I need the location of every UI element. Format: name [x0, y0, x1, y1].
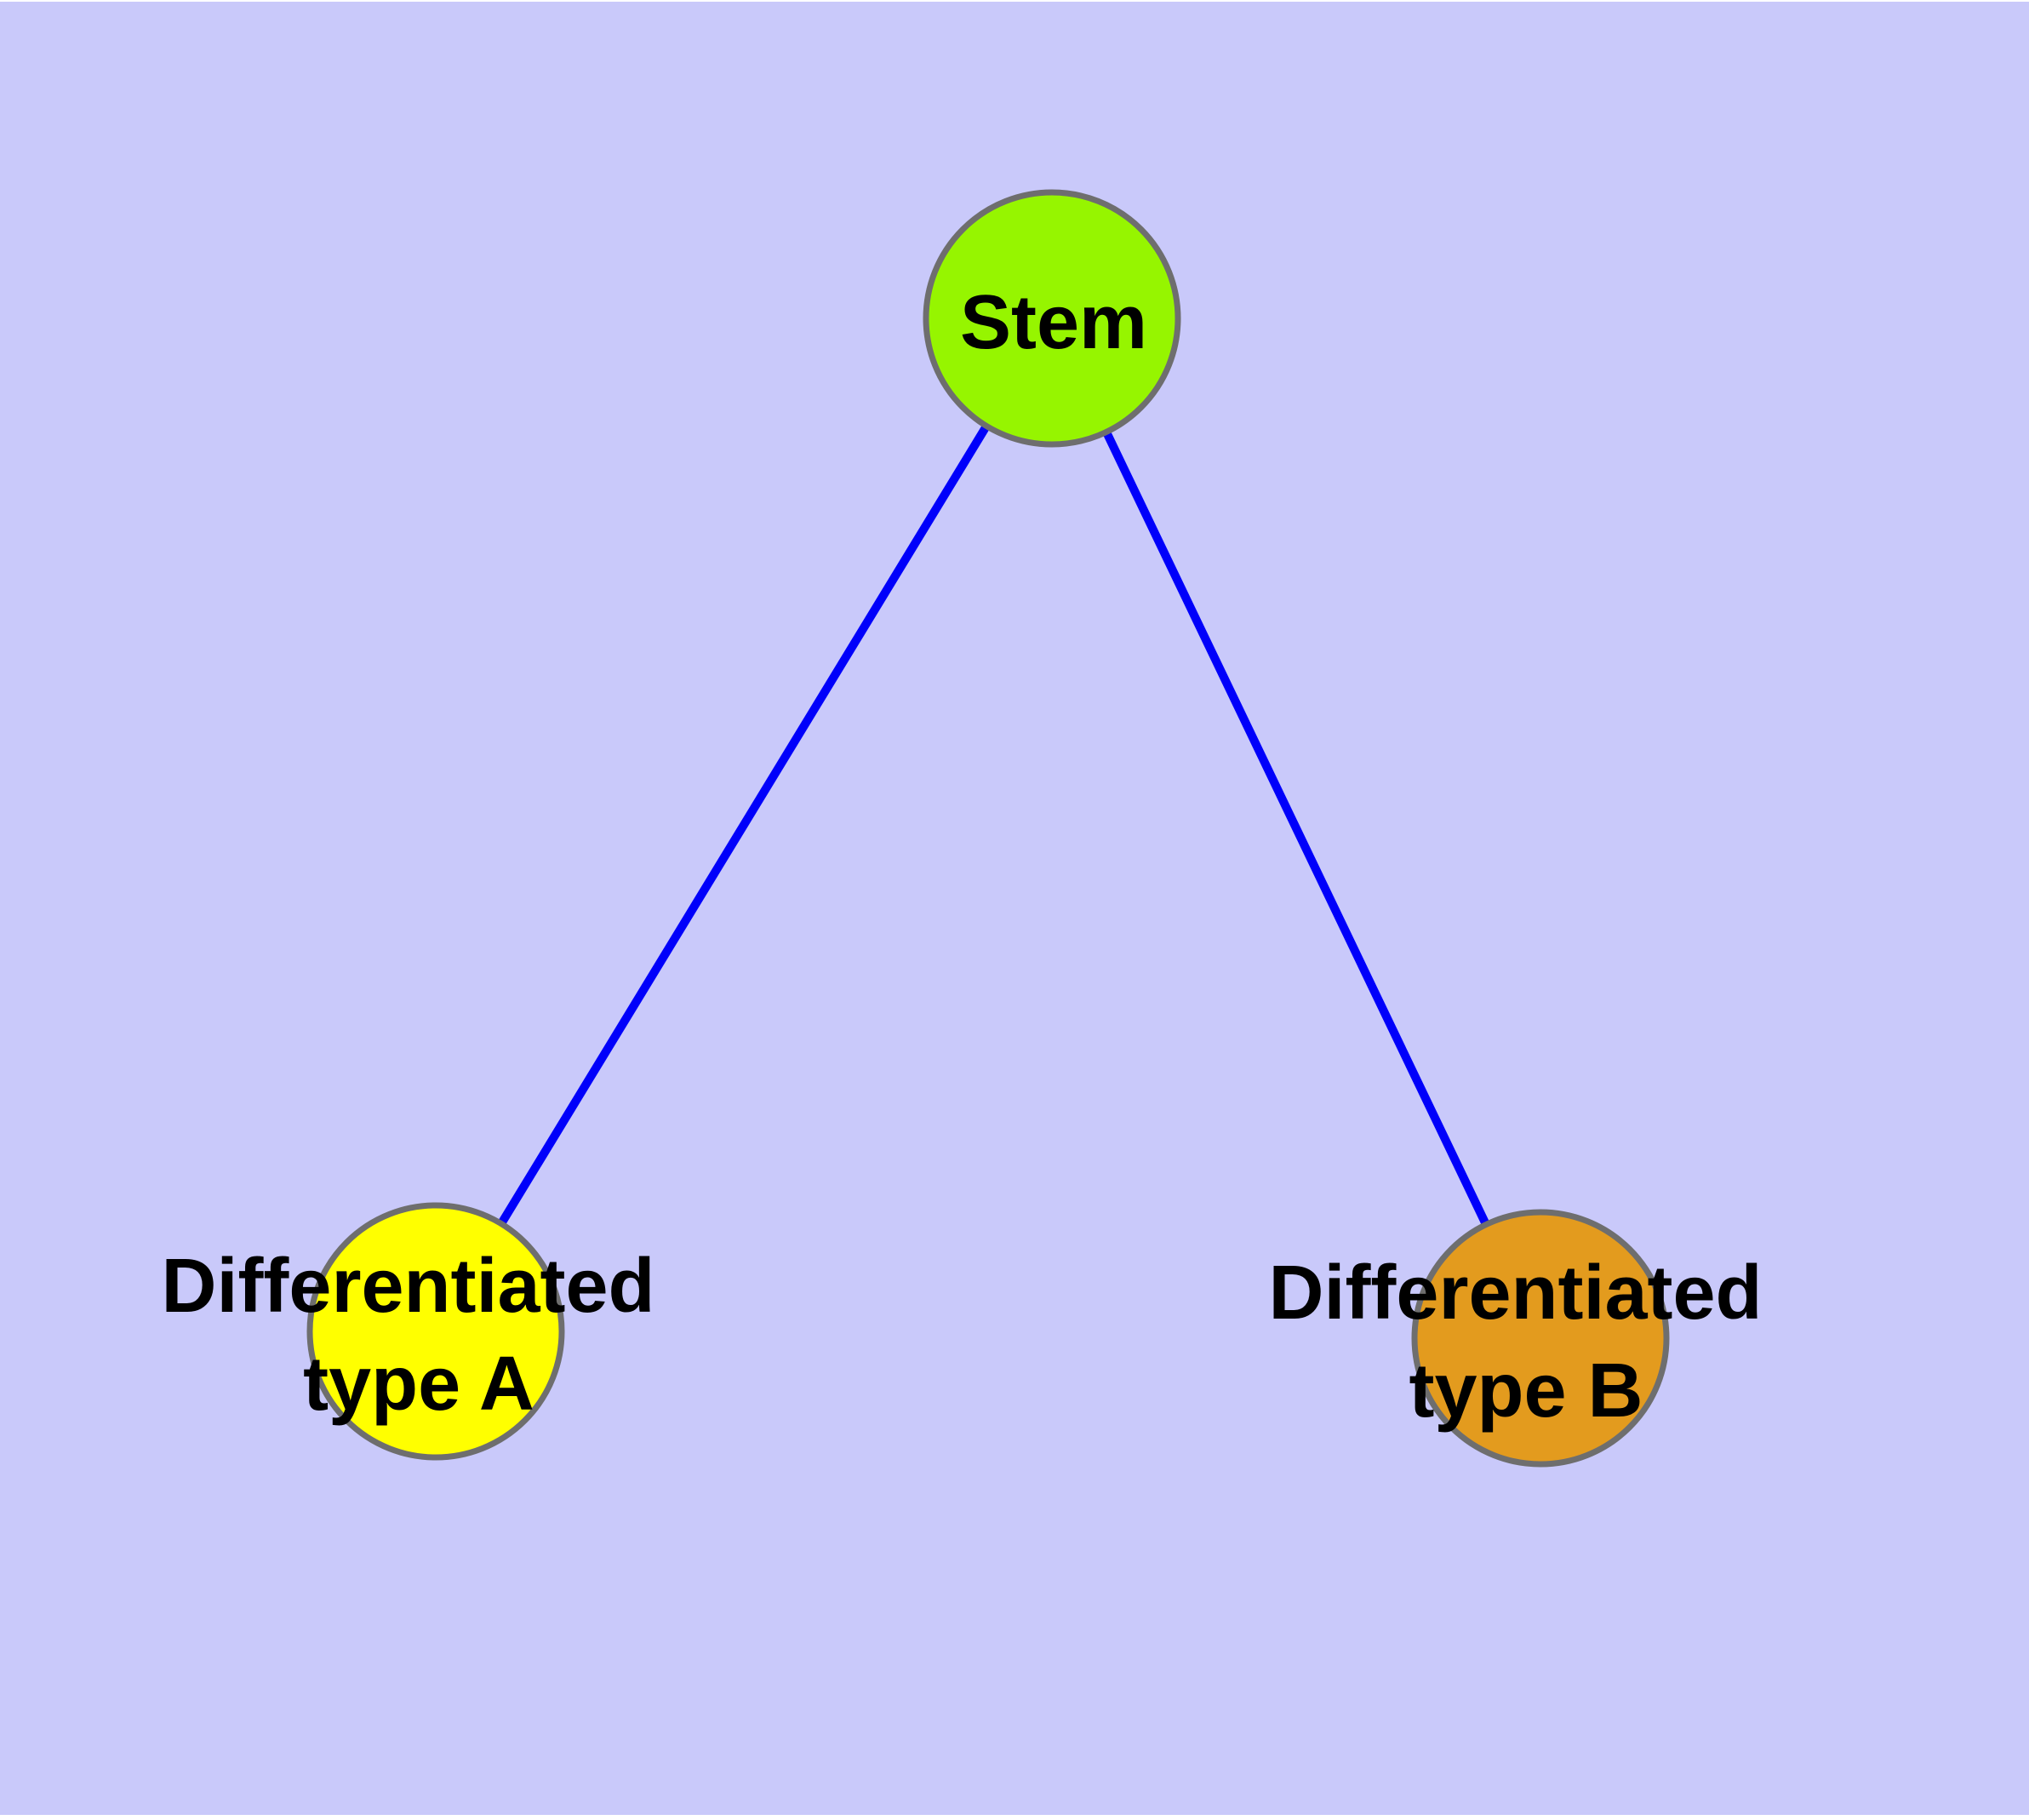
edge-stem-to-differentiated-type-b[interactable]	[1048, 316, 1545, 1341]
node-differentiated-type-b[interactable]	[1411, 1209, 1670, 1468]
edge-stem-to-differentiated-type-a[interactable]	[432, 316, 1056, 1334]
node-stem[interactable]	[923, 189, 1181, 448]
node-stem-label: Stem	[960, 280, 1147, 365]
node-differentiated-type-a-label: Differentiated type A	[161, 1244, 676, 1427]
node-differentiated-type-b-label: Differentiated type B	[1268, 1251, 1783, 1434]
node-differentiated-type-b-label-line-1: Differentiated	[1268, 1251, 1762, 1336]
node-stem-label-line-1: Stem	[960, 280, 1147, 365]
node-differentiated-type-a-label-line-2: type A	[303, 1342, 534, 1427]
node-differentiated-type-a-label-line-1: Differentiated	[161, 1244, 654, 1329]
node-differentiated-type-a[interactable]	[306, 1202, 565, 1461]
node-differentiated-type-b-label-line-2: type B	[1409, 1348, 1643, 1434]
